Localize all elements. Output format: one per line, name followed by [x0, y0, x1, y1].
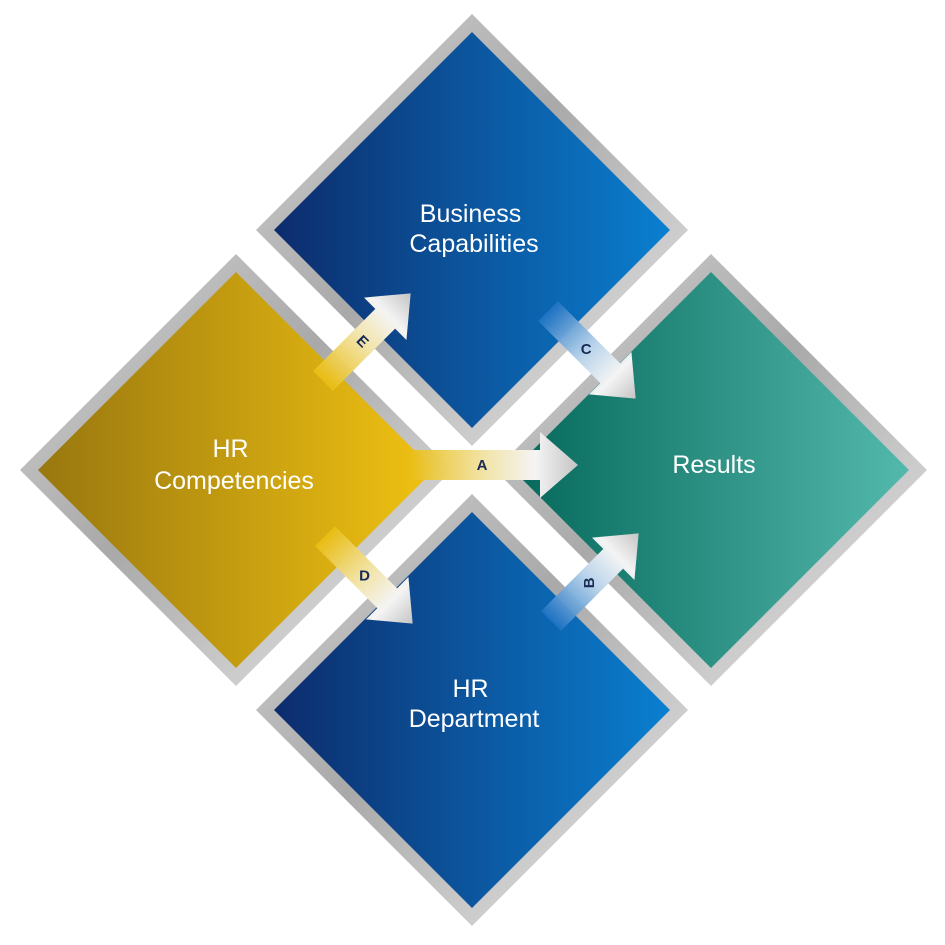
arrow-c: C — [538, 301, 636, 399]
arrow-c-label: C — [581, 341, 592, 358]
arrow-a-label: A — [477, 457, 488, 474]
arrow-b: B — [541, 533, 639, 631]
arrow-d: D — [315, 526, 413, 624]
arrow-b-label: B — [581, 577, 598, 588]
node-label: HR Department — [409, 675, 540, 733]
arrow-e: E — [313, 293, 411, 391]
arrow-b-shape — [541, 533, 639, 631]
arrow-a: A — [408, 432, 578, 498]
arrow-d-label: D — [359, 568, 370, 585]
arrow-e-shape — [313, 293, 411, 391]
arrow-c-shape — [538, 301, 636, 399]
arrow-a-shape — [408, 432, 578, 498]
arrow-d-shape — [315, 526, 413, 624]
node-label: Results — [672, 451, 755, 479]
node-label: Business Capabilities — [409, 200, 538, 258]
node-label: HR Competencies — [154, 435, 314, 495]
